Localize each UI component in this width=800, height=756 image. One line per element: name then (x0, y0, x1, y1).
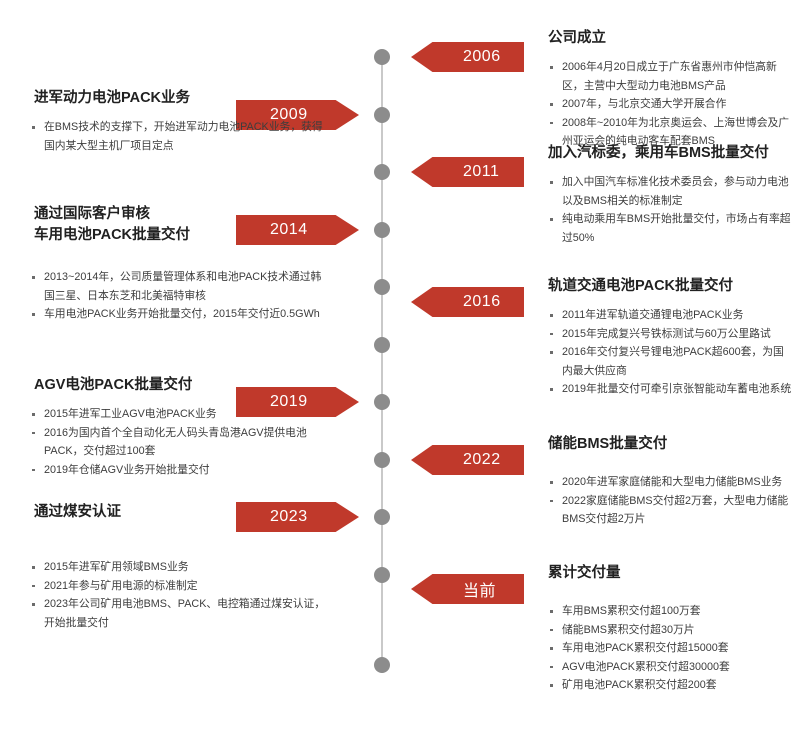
milestone-title: 通过国际客户审核 车用电池PACK批量交付 (34, 206, 191, 244)
milestone-block-2014: 通过国际客户审核 车用电池PACK批量交付 2013~2014年，公司质量管理体… (30, 204, 330, 324)
milestone-chip-2006[interactable]: 2006 (411, 42, 524, 72)
milestone-title: 通过煤安认证 (34, 504, 121, 520)
milestone-bullet-item: 2006年4月20日成立于广东省惠州市仲恺高新区，主营中大型动力电池BMS产品 (548, 58, 792, 95)
milestone-bullet-item: 纯电动乘用车BMS开始批量交付，市场占有率超过50% (548, 210, 792, 247)
milestone-bullet-item: 2021年参与矿用电源的标准制定 (30, 577, 330, 596)
milestone-chip-label: 当前 (463, 583, 497, 600)
milestone-chip-2023[interactable]: 2023 (236, 502, 359, 532)
milestone-bullet-item: 2022家庭储能BMS交付超2万套，大型电力储能BMS交付超2万片 (548, 492, 792, 529)
milestone-chip-label: 2014 (270, 221, 308, 238)
milestone-bullet-item: AGV电池PACK累积交付超30000套 (548, 658, 792, 677)
milestone-chip-2022[interactable]: 2022 (411, 445, 524, 475)
milestone-bullet-item: 2015年进军矿用领域BMS业务 (30, 558, 330, 577)
milestone-bullet-item: 2016年交付复兴号锂电池PACK超600套，为国内最大供应商 (548, 343, 792, 380)
timeline-dot (374, 337, 390, 353)
timeline-dot (374, 49, 390, 65)
milestone-title: 累计交付量 (548, 565, 621, 581)
milestone-bullet-item: 2019年仓储AGV业务开始批量交付 (30, 461, 330, 480)
milestone-chip-label: 2011 (463, 163, 500, 180)
milestone-bullet-item: 在BMS技术的支撑下，开始进军动力电池PACK业务，获得国内某大型主机厂项目定点 (30, 118, 330, 155)
timeline-dot (374, 567, 390, 583)
milestone-bullet-item: 车用电池PACK业务开始批量交付，2015年交付近0.5GWh (30, 305, 330, 324)
milestone-bullet-item: 2023年公司矿用电池BMS、PACK、电控箱通过煤安认证，开始批量交付 (30, 595, 330, 632)
timeline-dot (374, 164, 390, 180)
milestone-bullet-item: 加入中国汽车标准化技术委员会，参与动力电池以及BMS相关的标准制定 (548, 173, 792, 210)
timeline-dot (374, 279, 390, 295)
milestone-bullet-item: 储能BMS累积交付超30万片 (548, 621, 792, 640)
milestone-chip-label: 2006 (463, 48, 501, 65)
milestone-block-current: 累计交付量 车用BMS累积交付超100万套储能BMS累积交付超30万片车用电池P… (548, 563, 792, 695)
milestone-bullet-item: 2011年进军轨道交通锂电池PACK业务 (548, 306, 792, 325)
milestone-bullets: 2013~2014年，公司质量管理体系和电池PACK技术通过韩国三星、日本东芝和… (30, 268, 330, 324)
timeline-dot (374, 509, 390, 525)
milestone-chip-2011[interactable]: 2011 (411, 157, 524, 187)
milestone-bullet-item: 2015年完成复兴号铁标测试与60万公里路试 (548, 325, 792, 344)
milestone-chip-label: 2023 (270, 508, 308, 525)
milestone-chip-2016[interactable]: 2016 (411, 287, 524, 317)
timeline-dot (374, 452, 390, 468)
timeline-dot (374, 107, 390, 123)
milestone-bullet-item: 矿用电池PACK累积交付超200套 (548, 676, 792, 695)
milestone-bullet-item: 车用BMS累积交付超100万套 (548, 602, 792, 621)
milestone-chip-2014[interactable]: 2014 (236, 215, 359, 245)
timeline-dot (374, 657, 390, 673)
milestone-bullet-item: 2008年~2010年为北京奥运会、上海世博会及广州亚运会的纯电动客车配套BMS (548, 114, 792, 151)
milestone-bullets: 在BMS技术的支撑下，开始进军动力电池PACK业务，获得国内某大型主机厂项目定点 (30, 118, 330, 155)
milestone-chip-label: 2009 (270, 106, 308, 123)
milestone-chip-label: 2022 (463, 451, 501, 468)
timeline-dot (374, 222, 390, 238)
milestone-block-2011: 加入汽标委，乘用车BMS批量交付 加入中国汽车标准化技术委员会，参与动力电池以及… (548, 143, 792, 247)
milestone-title: 进军动力电池PACK业务 (34, 90, 191, 106)
milestone-title: 加入汽标委，乘用车BMS批量交付 (548, 145, 769, 161)
milestone-title: 储能BMS批量交付 (548, 436, 668, 452)
milestone-chip-2019[interactable]: 2019 (236, 387, 359, 417)
milestone-block-2006: 公司成立 2006年4月20日成立于广东省惠州市仲恺高新区，主营中大型动力电池B… (548, 28, 792, 151)
milestone-chip-current[interactable]: 当前 (411, 574, 524, 604)
milestone-bullet-item: 2015年进军工业AGV电池PACK业务 (30, 405, 330, 424)
milestone-bullet-item: 2007年，与北京交通大学开展合作 (548, 95, 792, 114)
milestone-bullet-item: 2019年批量交付可牵引京张智能动车蓄电池系统 (548, 380, 792, 399)
milestone-bullets: 车用BMS累积交付超100万套储能BMS累积交付超30万片车用电池PACK累积交… (548, 602, 792, 695)
timeline-spine (381, 57, 383, 673)
milestone-title: AGV电池PACK批量交付 (34, 377, 193, 393)
milestone-title: 公司成立 (548, 30, 606, 46)
milestone-bullets: 加入中国汽车标准化技术委员会，参与动力电池以及BMS相关的标准制定纯电动乘用车B… (548, 173, 792, 247)
milestone-bullet-item: 2016为国内首个全自动化无人码头青岛港AGV提供电池PACK，交付超过100套 (30, 424, 330, 461)
milestone-title: 轨道交通电池PACK批量交付 (548, 278, 734, 294)
milestone-bullet-item: 2013~2014年，公司质量管理体系和电池PACK技术通过韩国三星、日本东芝和… (30, 268, 330, 305)
milestone-bullet-item: 2020年进军家庭储能和大型电力储能BMS业务 (548, 473, 792, 492)
timeline-dot (374, 394, 390, 410)
milestone-chip-label: 2016 (463, 293, 501, 310)
milestone-chip-2009[interactable]: 2009 (236, 100, 359, 130)
milestone-bullet-item: 车用电池PACK累积交付超15000套 (548, 639, 792, 658)
milestone-block-2009: 进军动力电池PACK业务 在BMS技术的支撑下，开始进军动力电池PACK业务，获… (30, 88, 330, 155)
milestone-chip-label: 2019 (270, 393, 308, 410)
